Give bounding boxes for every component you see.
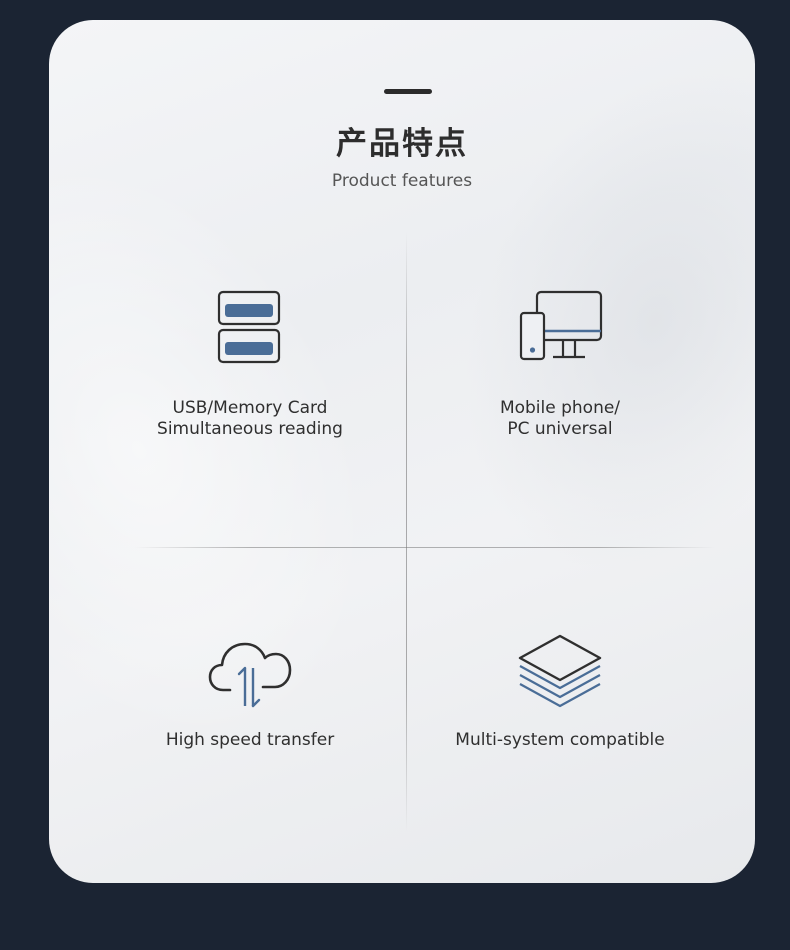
feature-label-line1: Mobile phone/ [499,398,621,418]
feature-label-line1: Multi-system compatible [455,730,665,750]
page-subtitle: Product features [331,171,473,191]
features-card: 产品特点 Product features USB/Memory Card Si… [49,20,755,883]
horizontal-divider [135,547,715,548]
feature-high-speed-transfer: High speed transfer [100,632,400,751]
feature-multi-system: Multi-system compatible [410,632,710,751]
feature-label-line1: USB/Memory Card [172,398,328,418]
vertical-divider [406,232,407,832]
usb-card-slot-icon [217,290,281,364]
phone-pc-icon [519,290,603,361]
feature-label-line2: Simultaneous reading [157,419,343,439]
feature-usb-memory-card: USB/Memory Card Simultaneous reading [100,290,400,440]
page-title: 产品特点 [336,126,468,162]
title-dash-divider [384,89,432,94]
cloud-transfer-icon [208,642,292,708]
feature-phone-pc: Mobile phone/ PC universal [410,290,710,440]
layers-icon [518,634,602,708]
feature-label-line2: PC universal [507,419,613,439]
feature-label-line1: High speed transfer [165,730,335,750]
